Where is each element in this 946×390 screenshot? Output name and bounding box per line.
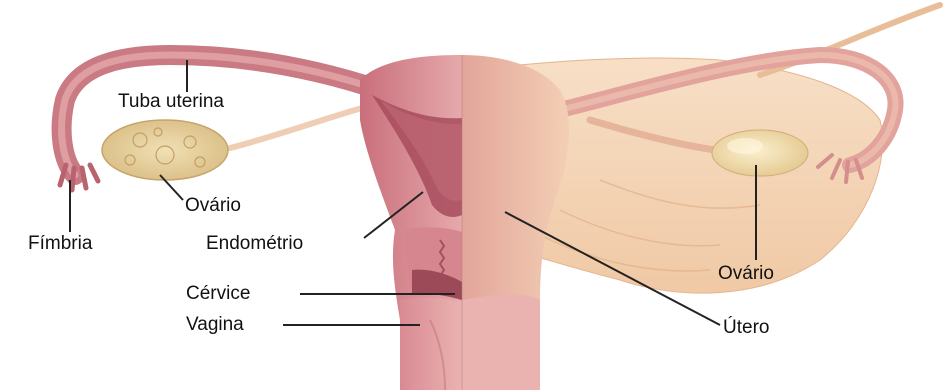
ovarian-ligament-left xyxy=(230,108,362,148)
label-utero: Útero xyxy=(723,318,769,337)
ovary-right xyxy=(712,130,808,176)
label-ovario-left: Ovário xyxy=(185,196,241,215)
label-cervice: Cérvice xyxy=(186,284,250,303)
vagina-right xyxy=(462,294,540,390)
label-vagina: Vagina xyxy=(186,315,244,334)
vagina xyxy=(400,298,462,390)
label-ovario-right: Ovário xyxy=(718,264,774,283)
label-endometrio: Endométrio xyxy=(206,234,303,253)
label-fimbria: Fímbria xyxy=(28,234,92,253)
label-tuba-uterina: Tuba uterina xyxy=(118,92,224,111)
ovary-left xyxy=(102,120,228,180)
